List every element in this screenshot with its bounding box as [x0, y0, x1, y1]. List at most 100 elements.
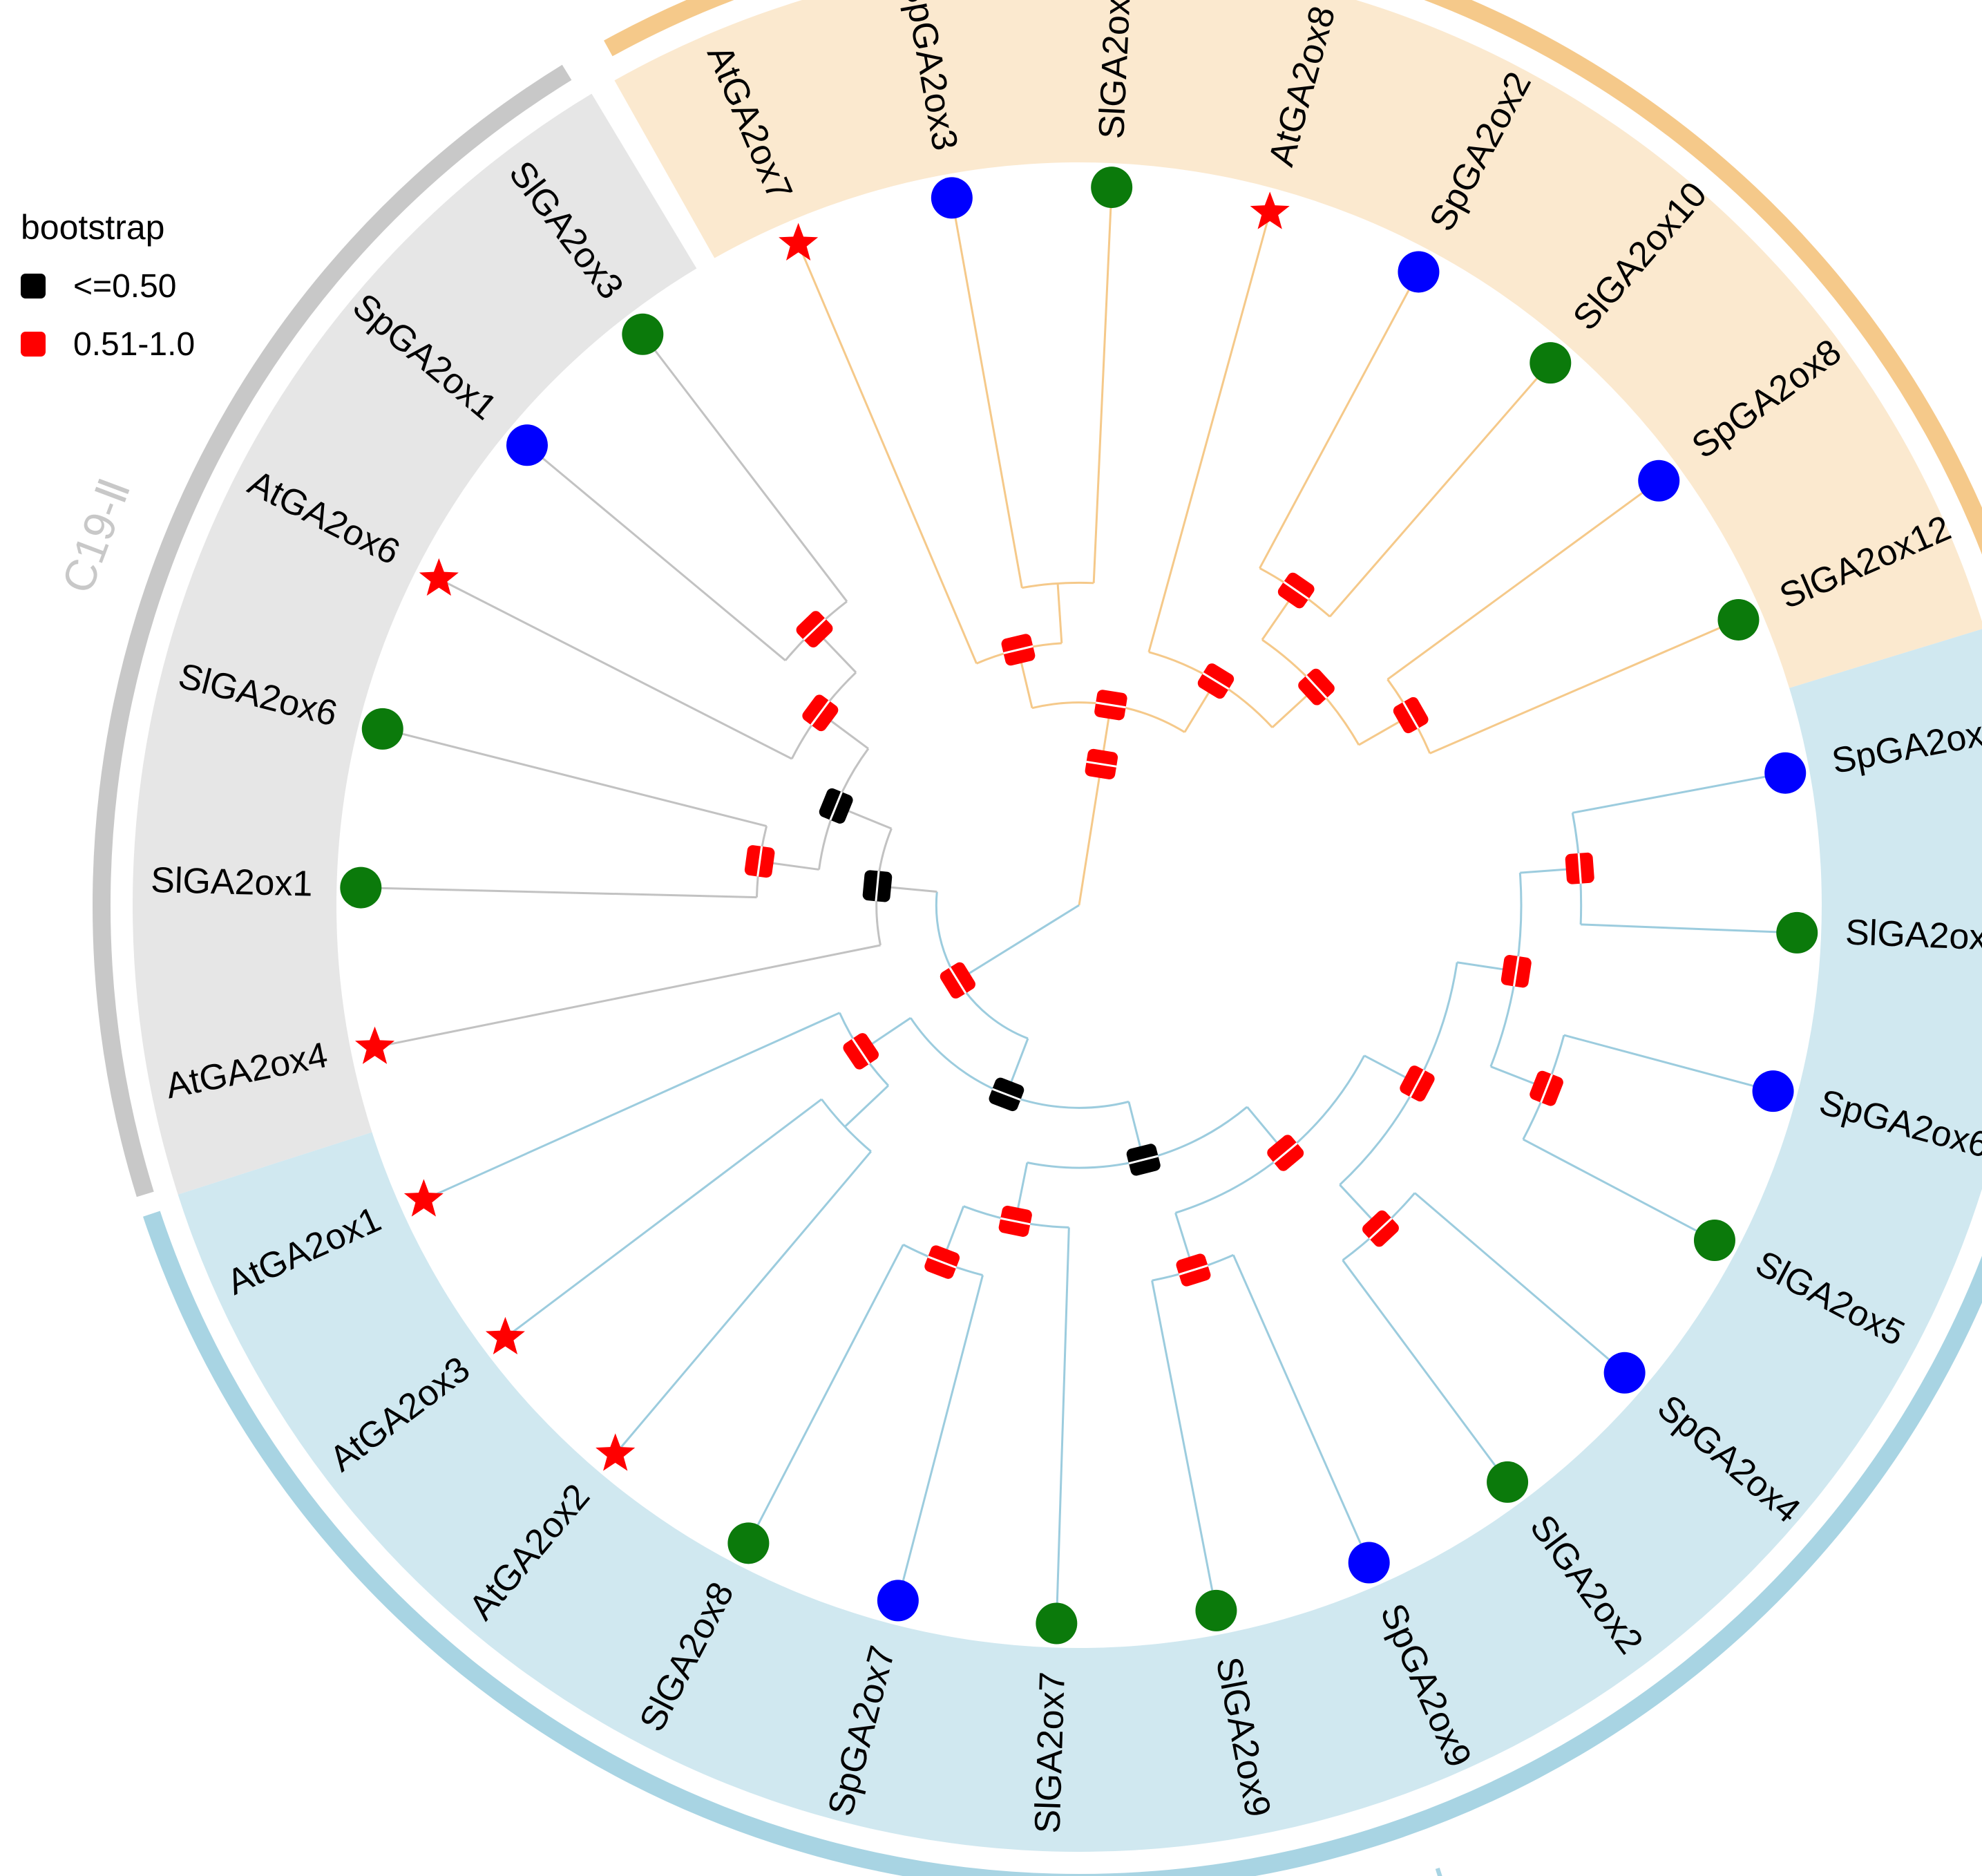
- tree-branch-arc: [1022, 581, 1094, 589]
- tree-branch: [616, 1150, 872, 1452]
- species-dot-sp: [877, 1580, 919, 1622]
- clade-label-c19ii: C19-Ⅱ: [52, 472, 140, 600]
- tree-branch: [1078, 764, 1103, 906]
- tree-branch: [1259, 274, 1418, 569]
- bootstrap-low-node: [819, 788, 853, 824]
- species-dot-sl: [1693, 1220, 1735, 1262]
- bootstrap-high-node: [1085, 748, 1118, 779]
- leaf-label: SlGA2ox1: [151, 860, 313, 904]
- leaf-label: SlGA2ox11: [1092, 0, 1140, 140]
- tree-branches: [364, 190, 1794, 1620]
- clade-outer-arcs: [93, 0, 1982, 1876]
- bootstrap-high-node: [1176, 1253, 1211, 1287]
- star-icon: [1250, 191, 1290, 229]
- star-icon: [779, 222, 819, 260]
- species-markers: [340, 167, 1818, 1645]
- tree-branch: [644, 336, 848, 603]
- bootstrap-high-node: [940, 962, 975, 999]
- species-dot-sl: [1195, 1589, 1237, 1631]
- tree-branch: [844, 1085, 889, 1128]
- species-dot-sp: [506, 424, 548, 466]
- legend-label-high: 0.51-1.0: [73, 325, 196, 363]
- bootstrap-high-node: [1500, 955, 1532, 988]
- species-dot-sl: [1776, 911, 1818, 954]
- tree-branch: [1581, 923, 1794, 934]
- star-icon: [403, 1179, 444, 1217]
- bootstrap-high-node: [1277, 572, 1315, 609]
- legend-item-high: 0.51-1.0: [21, 315, 195, 373]
- tree-branch: [364, 887, 757, 899]
- tree-branch: [1151, 1280, 1217, 1608]
- tree-branch: [378, 944, 881, 1048]
- bootstrap-node-markers: [744, 572, 1594, 1287]
- tree-branch: [1232, 1254, 1369, 1560]
- legend-label-low: <=0.50: [73, 267, 177, 305]
- species-dot-sl: [361, 708, 403, 750]
- tree-branch: [1055, 1227, 1070, 1620]
- legend-swatch-low: [21, 274, 46, 299]
- bootstrap-high-node: [1530, 1070, 1563, 1106]
- bootstrap-low-node: [989, 1077, 1025, 1112]
- star-icon: [485, 1316, 525, 1355]
- leaf-label: SlGA2ox7: [1028, 1671, 1073, 1834]
- tree-branch: [1523, 1138, 1713, 1240]
- legend-item-low: <=0.50: [21, 257, 195, 315]
- bootstrap-high-node: [1267, 1135, 1304, 1171]
- bootstrap-low-node: [862, 870, 893, 902]
- tree-branch: [1147, 215, 1270, 653]
- tree-branch: [749, 1244, 904, 1541]
- legend-title: bootstrap: [21, 208, 165, 247]
- bootstrap-high-node: [802, 694, 839, 732]
- tree-branch: [441, 579, 792, 760]
- species-dot-sl: [340, 866, 382, 909]
- tree-branch: [1563, 1034, 1771, 1092]
- clade-sector-c19ii: [132, 93, 697, 1195]
- bootstrap-high-node: [744, 845, 775, 878]
- species-dot-sp: [1603, 1352, 1646, 1394]
- species-dot-sl: [727, 1522, 770, 1564]
- tree-branch: [528, 446, 786, 661]
- leaf-label: SlGA2ox4: [1845, 912, 1982, 958]
- clade-label-c19i: C19- Ⅰ: [1326, 1859, 1456, 1876]
- bootstrap-high-node: [796, 611, 833, 647]
- tree-branch: [385, 728, 767, 827]
- tree-branch-arc: [821, 1098, 872, 1153]
- bootstrap-high-node: [1393, 697, 1429, 734]
- bootstrap-high-node: [1197, 663, 1235, 699]
- species-dot-sp: [1764, 752, 1807, 794]
- clade-background-sectors: [132, 0, 1982, 1853]
- tree-branch: [799, 246, 978, 664]
- species-dot-sp: [1638, 459, 1680, 502]
- species-dot-sl: [1091, 167, 1133, 209]
- bootstrap-high-node: [1001, 634, 1036, 666]
- tree-branch: [951, 201, 1023, 588]
- tree-branch: [1328, 364, 1550, 618]
- tree-branch: [1572, 773, 1782, 814]
- star-icon: [354, 1026, 395, 1064]
- bootstrap-legend: bootstrap <=0.50 0.51-1.0: [21, 207, 195, 373]
- bootstrap-high-node: [843, 1033, 879, 1070]
- tree-branch: [957, 904, 1080, 982]
- bootstrap-high-node: [1400, 1065, 1435, 1102]
- legend-swatch-high: [21, 332, 46, 357]
- tree-branch: [1056, 583, 1063, 643]
- species-dot-sp: [931, 177, 973, 219]
- clade-arc-c19i: [143, 1211, 1982, 1876]
- clade-sector-c20: [614, 0, 1982, 688]
- clade-sector-c19i: [178, 629, 1982, 1853]
- species-dot-sl: [1487, 1461, 1529, 1503]
- species-dot-sp: [1348, 1542, 1390, 1584]
- species-dot-sl: [1717, 598, 1760, 641]
- species-dot-sl: [1530, 342, 1572, 384]
- tree-branch: [507, 1098, 823, 1337]
- star-icon: [419, 558, 459, 596]
- species-dot-sp: [1398, 251, 1440, 293]
- tree-branch: [1413, 1192, 1623, 1372]
- tree-branch: [1429, 620, 1736, 755]
- bootstrap-high-node: [998, 1205, 1032, 1237]
- star-icon: [595, 1433, 636, 1471]
- bootstrap-high-node: [1565, 852, 1594, 884]
- bootstrap-high-node: [1362, 1210, 1399, 1247]
- tree-branch: [1342, 1259, 1507, 1480]
- species-dot-sl: [622, 313, 664, 355]
